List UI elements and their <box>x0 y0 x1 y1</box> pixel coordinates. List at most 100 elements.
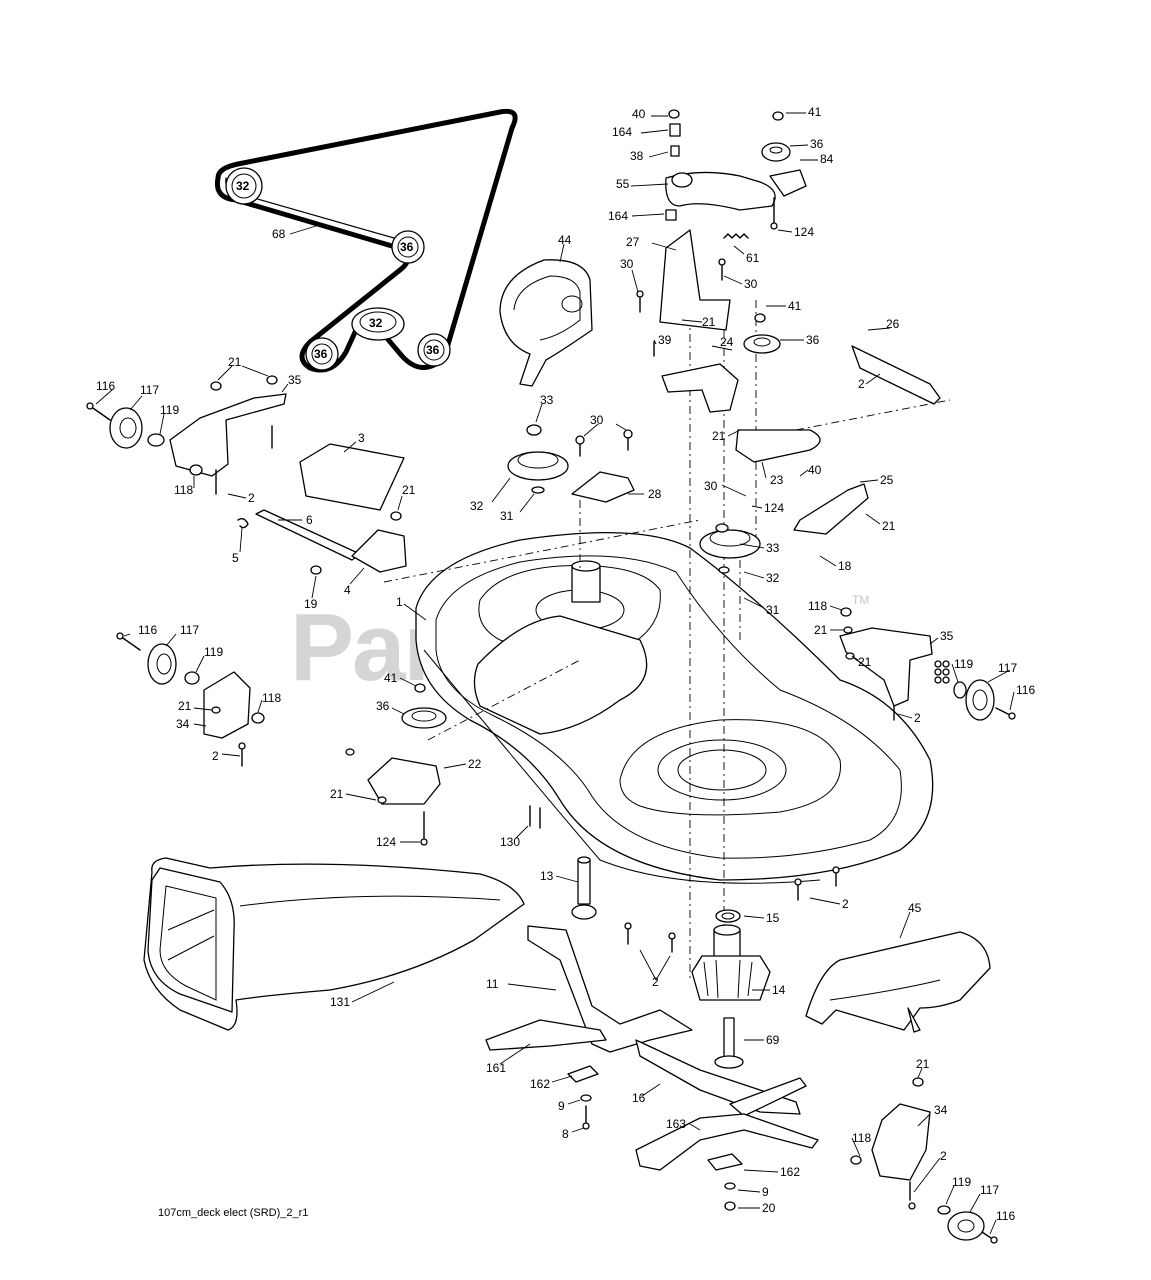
washer-119-mid[interactable] <box>184 671 200 685</box>
nut-21-bracket-4[interactable] <box>390 511 402 521</box>
bolt-2-lower-right[interactable] <box>908 1181 916 1210</box>
bracket-27[interactable] <box>659 229 731 331</box>
bolt-30-b[interactable] <box>718 258 726 281</box>
nut-118-lower-right[interactable] <box>850 1155 862 1165</box>
washer-9-a[interactable] <box>580 1094 592 1102</box>
nut-41-top[interactable] <box>772 111 784 121</box>
gauge-wheel-117-mid[interactable] <box>147 643 177 685</box>
pulley-33-right[interactable] <box>699 523 761 559</box>
bracket-23[interactable] <box>735 429 821 463</box>
gauge-wheel-117-right-mid[interactable] <box>965 679 995 721</box>
blade-adapter-16[interactable] <box>635 1039 801 1115</box>
nut-41-left[interactable] <box>414 683 426 693</box>
spindle-housing-14[interactable] <box>691 924 771 1001</box>
bracket-84[interactable] <box>769 169 807 197</box>
bracket-35-right[interactable] <box>839 627 933 707</box>
pulley-36-mid[interactable] <box>743 334 781 354</box>
bracket-25[interactable] <box>793 483 869 535</box>
bolt-116-lower-right[interactable] <box>981 1231 998 1244</box>
washer-31-right[interactable] <box>718 566 730 574</box>
clip-5[interactable] <box>237 517 249 529</box>
bolt-130[interactable] <box>529 805 541 829</box>
washer-31-center[interactable] <box>531 486 545 494</box>
callout-27: 27 <box>626 235 640 249</box>
bracket-35-left[interactable] <box>169 393 287 477</box>
nut-21-upper-b[interactable] <box>266 375 278 385</box>
callout-68: 68 <box>272 227 286 241</box>
bolt-116-mid[interactable] <box>116 632 141 651</box>
nut-21-right-mid-b[interactable] <box>845 652 855 660</box>
washer-119-upper[interactable] <box>147 433 165 447</box>
blade-16-right[interactable] <box>729 1077 807 1117</box>
spring-61[interactable] <box>723 233 749 239</box>
bracket-26[interactable] <box>851 345 941 405</box>
bolt-8[interactable] <box>582 1105 590 1130</box>
gauge-wheel-117-lower-right[interactable] <box>947 1211 985 1241</box>
bracket-3[interactable] <box>299 443 405 511</box>
washers-right-mid[interactable] <box>934 660 950 684</box>
bolts-2-spindle[interactable] <box>624 866 840 953</box>
washer-119-right-mid[interactable] <box>953 681 967 699</box>
washer-162-b[interactable] <box>707 1153 743 1171</box>
gauge-wheel-117-upper[interactable] <box>109 407 143 449</box>
spacer-38[interactable] <box>670 145 680 157</box>
bracket-34-right[interactable] <box>871 1103 931 1181</box>
bolt-30-a[interactable] <box>636 290 644 313</box>
blade-adapter-11[interactable] <box>527 925 693 1053</box>
nut-118-upper[interactable] <box>189 464 203 476</box>
blade-163[interactable] <box>635 1113 819 1171</box>
nut-118-mid[interactable] <box>251 712 265 724</box>
belt-pulley-36-mid[interactable]: 36 <box>391 230 425 264</box>
pulley-32-center[interactable] <box>507 451 569 481</box>
bracket-4[interactable] <box>351 529 407 573</box>
nut-118-right-mid[interactable] <box>840 607 852 617</box>
belt-cover-45[interactable] <box>805 931 991 1033</box>
belt-pulley-36-right[interactable]: 36 <box>417 333 451 367</box>
nut-21-lower-right[interactable] <box>912 1077 924 1087</box>
bushing-164-top[interactable] <box>669 123 681 137</box>
callout-26: 26 <box>886 317 900 331</box>
bushing-164-lower[interactable] <box>665 209 677 221</box>
spindle-shaft-13[interactable] <box>571 856 597 920</box>
belt-pulley-32-center[interactable]: 32 <box>351 307 405 341</box>
nut-33-center[interactable] <box>526 424 542 436</box>
bracket-34-left[interactable] <box>203 671 251 739</box>
belt-pulley-32-top[interactable]: 32 <box>225 167 263 205</box>
nut-41-mid[interactable] <box>754 313 766 323</box>
bolt-124-top[interactable] <box>770 197 778 230</box>
bracket-24[interactable] <box>661 363 739 413</box>
washer-9-b[interactable] <box>724 1182 736 1190</box>
callout-39: 39 <box>658 333 672 347</box>
callout-118: 118 <box>262 691 281 705</box>
small-nut-350[interactable] <box>345 748 355 756</box>
shaft-69[interactable] <box>714 1017 744 1069</box>
nut-21-upper-a[interactable] <box>210 381 222 391</box>
bolt-2-mid[interactable] <box>238 742 246 767</box>
bolt-30-center-b[interactable] <box>623 429 633 451</box>
bolt-124-left[interactable] <box>420 811 428 846</box>
discharge-chute-131[interactable] <box>143 857 525 1031</box>
mower-deck-shell[interactable] <box>415 532 934 884</box>
bolt-116-right-mid[interactable] <box>995 707 1016 720</box>
nut-21-right-mid-a[interactable] <box>843 626 853 634</box>
bolt-30-center-a[interactable] <box>575 435 585 457</box>
idler-arm-55[interactable] <box>665 171 776 211</box>
belt-guard-44[interactable] <box>499 259 593 387</box>
nut-40-top[interactable] <box>668 109 680 119</box>
bearing-15[interactable] <box>715 909 741 923</box>
pulley-36-top[interactable] <box>761 142 791 162</box>
washer-162-a[interactable] <box>567 1065 599 1083</box>
blade-161[interactable] <box>485 1019 607 1051</box>
bracket-28[interactable] <box>571 471 635 503</box>
bolt-2-upper[interactable] <box>215 425 273 495</box>
washer-119-lower-right[interactable] <box>937 1205 951 1215</box>
belt-pulley-36-left[interactable]: 36 <box>305 337 339 371</box>
pulley-36-left[interactable] <box>401 707 447 729</box>
nut-21-bracket-22[interactable] <box>377 796 387 804</box>
callout-117: 117 <box>980 1183 999 1197</box>
bolt-116-upper[interactable] <box>86 402 111 421</box>
pin-19[interactable] <box>310 565 322 575</box>
nut-20[interactable] <box>724 1201 736 1211</box>
bracket-22[interactable] <box>367 757 441 805</box>
nut-21-mid[interactable] <box>211 706 221 714</box>
